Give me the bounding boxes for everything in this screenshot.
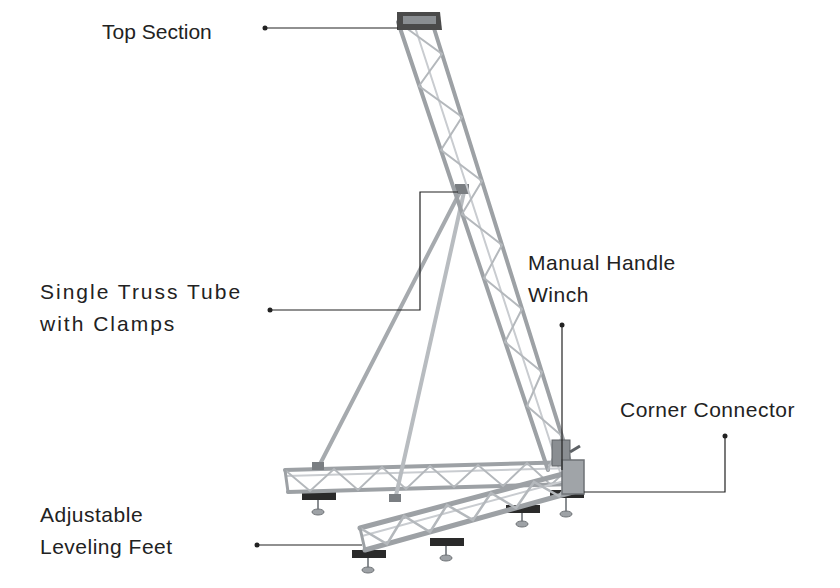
leader-lines <box>257 28 725 545</box>
base-truss-front <box>360 470 580 550</box>
part-label: Manual Handle Winch <box>528 247 688 311</box>
part-label: Top Section <box>102 16 212 48</box>
corner-connector <box>562 460 584 494</box>
leveling-feet <box>302 490 584 573</box>
mast-truss <box>398 22 572 472</box>
part-label: Single Truss Tube with Clamps <box>40 276 265 340</box>
support-tubes <box>312 184 469 502</box>
leader-dots <box>255 26 728 548</box>
part-label: Adjustable Leveling Feet <box>40 499 180 563</box>
part-label: Corner Connector <box>620 394 795 426</box>
top-section-plate <box>397 12 442 30</box>
